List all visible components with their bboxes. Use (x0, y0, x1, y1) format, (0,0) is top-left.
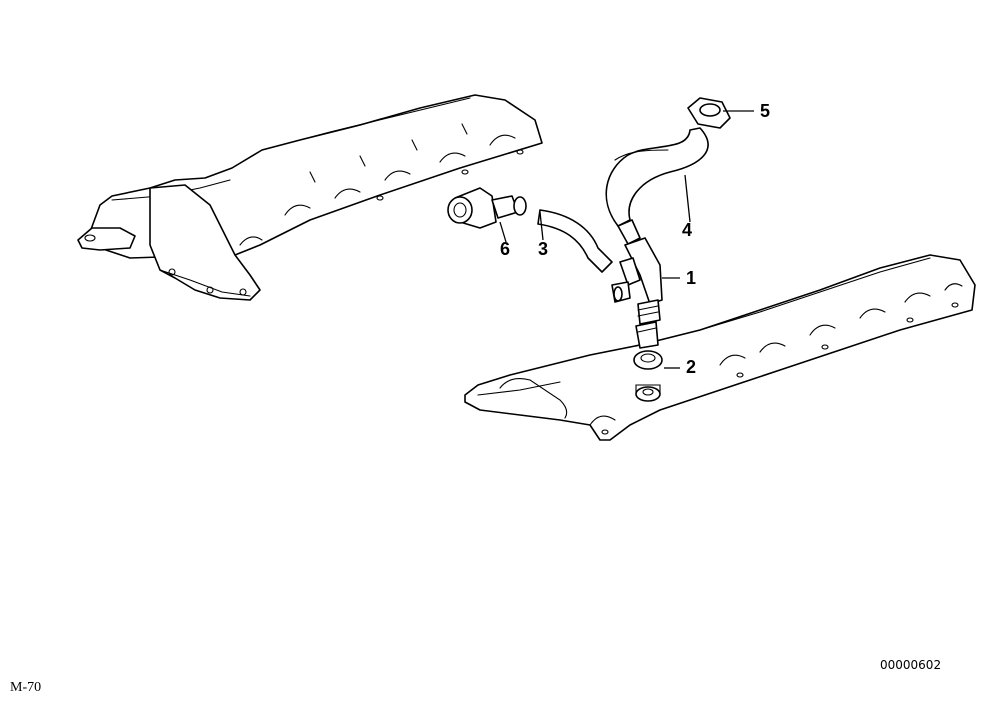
callout-6: 6 (500, 239, 510, 259)
connector-part-1 (611, 237, 663, 349)
sheet-code: M-70 (10, 680, 42, 695)
leader-lines (499, 110, 754, 369)
clip-part-5 (687, 97, 731, 129)
callout-2: 2 (686, 357, 696, 377)
grommet-part-2 (633, 350, 663, 402)
callout-3: 3 (538, 239, 548, 259)
drawing-number: 00000602 (880, 658, 942, 672)
valve-part-6 (447, 187, 527, 229)
callout-1: 1 (686, 268, 696, 288)
hose-part-4 (605, 127, 709, 245)
left-valve-cover (77, 94, 543, 301)
right-valve-cover (464, 254, 976, 441)
callout-5: 5 (760, 101, 770, 121)
hose-part-3 (537, 209, 613, 273)
callout-4: 4 (682, 220, 692, 240)
